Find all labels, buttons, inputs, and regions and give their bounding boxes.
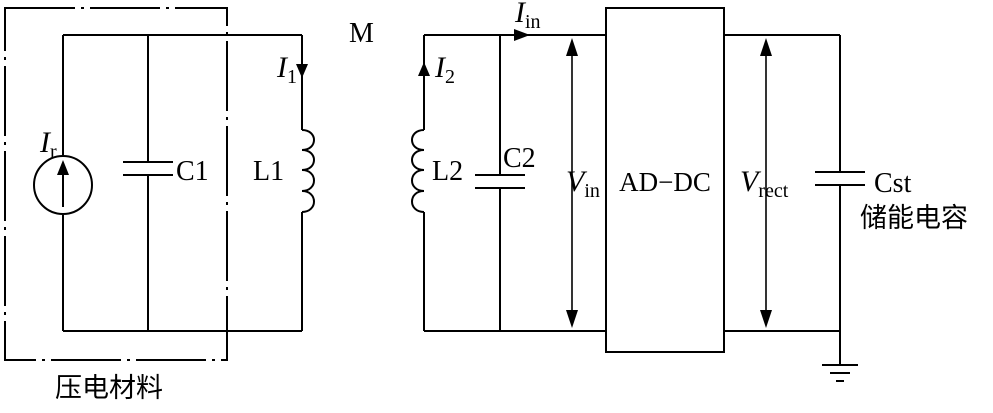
current-arrow-iin xyxy=(514,29,530,41)
voltage-arrow-vin xyxy=(566,38,578,328)
label-c2: C2 xyxy=(503,143,536,174)
label-i2: I2 xyxy=(434,51,455,88)
current-arrow-i1 xyxy=(296,64,308,78)
capacitor-c2 xyxy=(475,174,525,189)
primary-circuit xyxy=(62,34,303,332)
current-source-ir xyxy=(33,155,93,215)
label-mutual-m: M xyxy=(349,18,374,49)
label-vin: Vin xyxy=(566,165,600,202)
label-ir: Ir xyxy=(39,126,57,163)
label-vrect: Vrect xyxy=(740,165,789,202)
label-i1: I1 xyxy=(276,51,297,88)
label-l1: L1 xyxy=(253,156,284,187)
label-piezo-material: 压电材料 xyxy=(55,373,163,404)
label-iin: Iin xyxy=(514,0,541,33)
label-l2: L2 xyxy=(432,156,463,187)
output-circuit xyxy=(724,34,841,365)
capacitor-cst xyxy=(815,171,865,186)
inductor-l2 xyxy=(411,129,425,213)
label-ad-dc: AD−DC xyxy=(619,167,711,197)
current-arrow-i2 xyxy=(418,62,430,76)
label-storage-capacitor: 储能电容 xyxy=(860,203,968,234)
ground-icon xyxy=(822,364,858,382)
ad-dc-converter-block xyxy=(605,7,725,353)
inductor-l1 xyxy=(301,129,315,213)
piezo-material-boundary xyxy=(4,7,228,361)
capacitor-c1 xyxy=(123,161,173,176)
label-cst: Cst xyxy=(874,168,912,199)
voltage-arrow-vrect xyxy=(760,38,772,328)
label-c1: C1 xyxy=(176,156,209,187)
